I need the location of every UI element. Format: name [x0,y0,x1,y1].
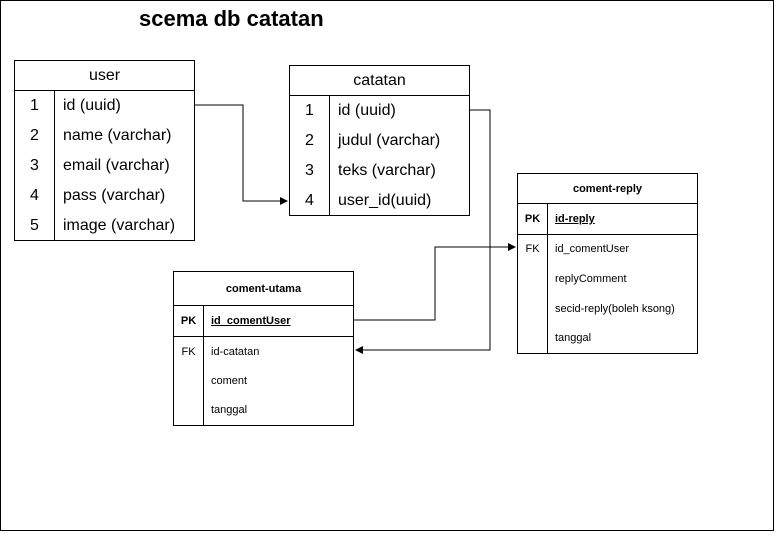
table-row: tanggal [174,396,353,425]
row-key [518,264,548,294]
table-row-pk: PK id-reply [518,204,697,235]
table-row: 1 id (uuid) [15,91,194,121]
connector-catatan-to-coment-utama [355,109,491,354]
row-field: name (varchar) [63,127,172,144]
table-row: FK id_comentUser [518,235,697,264]
row-field: user_id(uuid) [338,192,432,209]
row-key: FK [518,235,548,264]
row-key [518,294,548,324]
row-key: 4 [15,181,55,211]
row-key: 1 [290,96,330,126]
diagram-title: scema db catatan [139,6,324,31]
row-field: id_comentUser [555,243,629,255]
table-coment-reply-header: coment-reply [518,174,697,204]
row-field: judul (varchar) [338,132,441,149]
row-field: tanggal [555,332,592,344]
row-field: id-catatan [211,346,260,358]
row-field-pk: id-reply [555,213,595,225]
table-coment-utama: coment-utama PK id_comentUser FK id-cata… [173,271,354,426]
table-row: 2 judul (varchar) [290,126,469,156]
connector-coment-utama-to-coment-reply [354,243,516,321]
table-row: secid-reply(boleh ksong) [518,294,697,324]
table-coment-reply: coment-reply PK id-reply FK id_comentUse… [517,173,698,354]
row-key: 3 [15,151,55,181]
row-key: 1 [15,91,55,121]
row-field-pk: id_comentUser [211,315,291,327]
row-key: 2 [290,126,330,156]
row-field: pass (varchar) [63,187,166,204]
row-key [174,367,204,396]
row-field: replyComment [555,273,627,285]
table-user-header: user [15,61,194,91]
table-row: tanggal [518,324,697,353]
table-row: 1 id (uuid) [290,96,469,126]
row-field: id (uuid) [338,102,396,119]
table-row: 5 image (varchar) [15,211,194,240]
row-key: 4 [290,186,330,215]
row-key: FK [174,337,204,367]
row-field: coment [211,375,248,387]
table-catatan: catatan 1 id (uuid) 2 judul (varchar) 3 … [289,65,470,216]
table-row: replyComment [518,264,697,294]
table-coment-utama-header: coment-utama [174,272,353,306]
table-user: user 1 id (uuid) 2 name (varchar) 3 emai… [14,60,195,241]
connector-user-to-catatan [195,104,288,205]
table-row: coment [174,367,353,396]
table-row: 3 email (varchar) [15,151,194,181]
row-key-pk: PK [174,306,204,336]
row-key: 5 [15,211,55,240]
row-field: id (uuid) [63,97,121,114]
table-row: 2 name (varchar) [15,121,194,151]
table-row: 3 teks (varchar) [290,156,469,186]
row-field: image (varchar) [63,217,176,234]
row-key [518,324,548,353]
table-row: 4 pass (varchar) [15,181,194,211]
row-key [174,396,204,425]
row-key: 3 [290,156,330,186]
row-field: tanggal [211,404,248,416]
table-row: 4 user_id(uuid) [290,186,469,215]
row-field: email (varchar) [63,157,170,174]
row-key-pk: PK [518,204,548,234]
table-catatan-header: catatan [290,66,469,96]
row-field: secid-reply(boleh ksong) [555,303,675,315]
table-row-pk: PK id_comentUser [174,306,353,337]
table-row: FK id-catatan [174,337,353,367]
row-key: 2 [15,121,55,151]
diagram-frame [0,0,774,531]
row-field: teks (varchar) [338,162,436,179]
